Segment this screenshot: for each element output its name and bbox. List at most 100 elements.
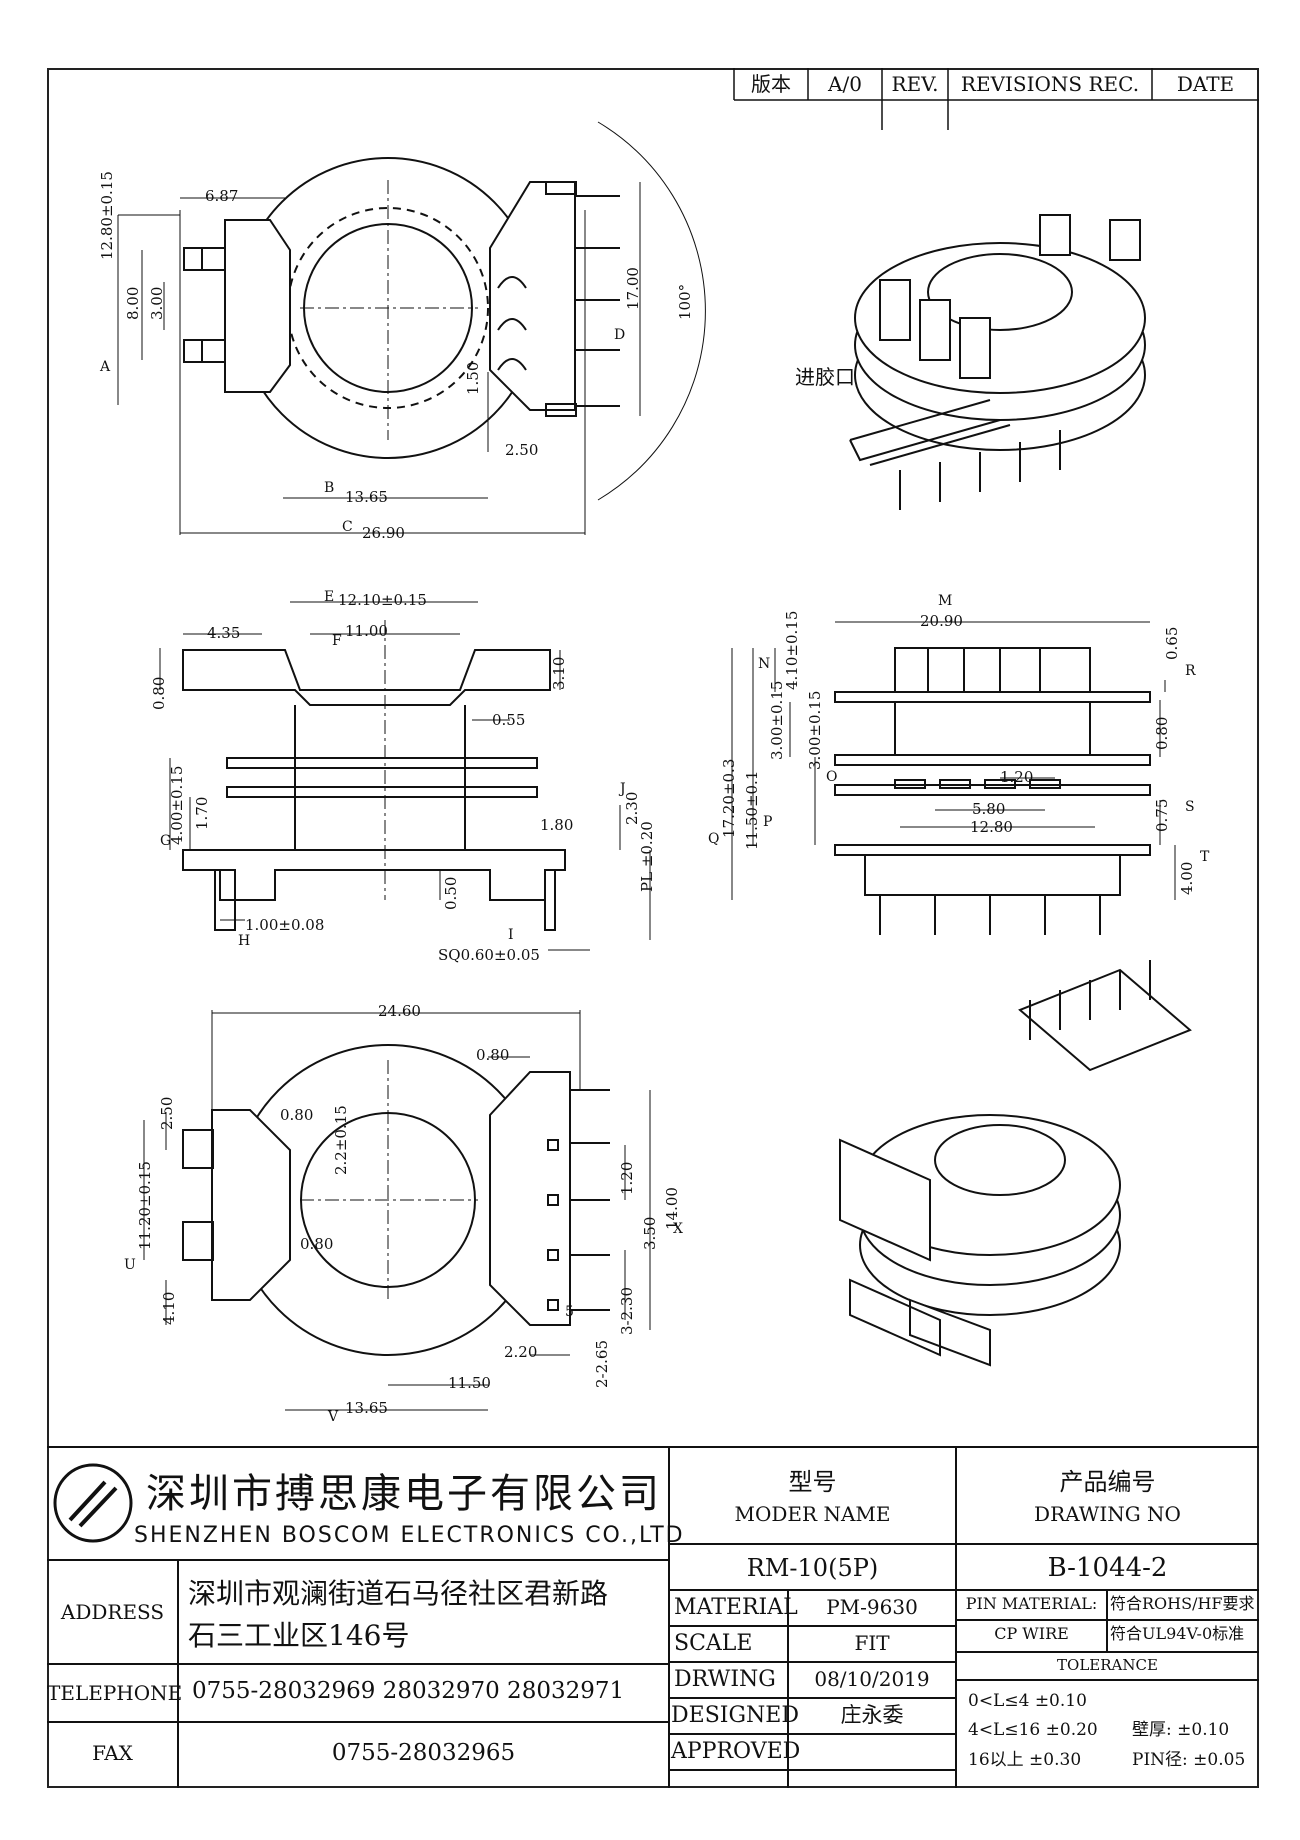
dim-4-10: 4.10±0.15 bbox=[783, 610, 801, 690]
label-H: H bbox=[238, 933, 251, 949]
dim-3-00b: 3.00±0.15 bbox=[806, 690, 824, 770]
dim-2-30: 2.30 bbox=[623, 791, 641, 825]
material-label: MATERIAL bbox=[674, 1595, 798, 1620]
label-T: T bbox=[1200, 849, 1210, 865]
dim-2-20: 2.20 bbox=[504, 1343, 538, 1361]
drawing-sheet bbox=[47, 68, 1259, 1788]
label-B: B bbox=[324, 480, 335, 496]
dim-13-65-bottom: 13.65 bbox=[345, 1399, 388, 1417]
rev-date-label: DATE bbox=[1176, 72, 1235, 96]
dim-1-50: 1.50 bbox=[464, 361, 482, 395]
dim-11-20: 11.20±0.15 bbox=[136, 1161, 154, 1250]
dim-6-87: 6.87 bbox=[205, 187, 239, 205]
dim-4-00: 4.00±0.15 bbox=[168, 765, 186, 845]
label-J: J bbox=[620, 781, 626, 797]
dim-3-00a: 3.00±0.15 bbox=[768, 680, 786, 760]
top-view bbox=[183, 157, 620, 459]
address-label: ADDRESS bbox=[60, 1600, 165, 1624]
rev-label: REV. bbox=[891, 72, 939, 96]
label-M: M bbox=[938, 593, 953, 609]
label-N: N bbox=[758, 656, 771, 672]
dim-0-50: 0.50 bbox=[442, 876, 460, 910]
scale-value: FIT bbox=[854, 1631, 890, 1655]
designed-label: DESIGNED bbox=[671, 1703, 799, 1728]
dim-0-80c: 0.80 bbox=[300, 1235, 334, 1253]
label-O: O bbox=[826, 769, 838, 785]
rev-version-value: A/0 bbox=[828, 72, 862, 96]
bottom-view-centerlines bbox=[300, 1060, 478, 1300]
pin-material-value: CP WIRE bbox=[994, 1624, 1069, 1643]
gate-label: 进胶口 bbox=[795, 365, 855, 389]
dim-0-75: 0.75 bbox=[1153, 798, 1171, 832]
dim-3-10: 3.10 bbox=[550, 656, 568, 690]
bottom-view-dimlines bbox=[143, 1010, 651, 1411]
front-view bbox=[834, 647, 1151, 935]
dim-pl: PL ±0.20 bbox=[638, 821, 656, 892]
dim-2-50-bottom: 2.50 bbox=[158, 1096, 176, 1130]
dim-26-90: 26.90 bbox=[362, 524, 405, 542]
dim-0-80: 0.80 bbox=[150, 676, 168, 710]
dim-11-50-bottom: 11.50 bbox=[448, 1374, 491, 1392]
title-block-grid bbox=[47, 1446, 1259, 1788]
dim-1-80: 1.80 bbox=[540, 816, 574, 834]
telephone-value: 0755-28032969 28032970 28032971 bbox=[192, 1678, 625, 1704]
label-R: R bbox=[1185, 663, 1196, 679]
dim-12-80-front: 12.80 bbox=[970, 818, 1013, 836]
company-name-en: SHENZHEN BOSCOM ELECTRONICS CO.,LTD bbox=[134, 1523, 685, 1548]
address-line1: 深圳市观澜街道石马径社区君新路 bbox=[188, 1577, 609, 1610]
address-line2: 石三工业区146号 bbox=[188, 1619, 410, 1652]
dim-0-65: 0.65 bbox=[1163, 626, 1181, 660]
dim-1-70: 1.70 bbox=[193, 796, 211, 830]
label-P: P bbox=[763, 814, 773, 830]
dim-2-2: 2.2±0.15 bbox=[332, 1105, 350, 1175]
dim-11-00: 11.00 bbox=[345, 622, 388, 640]
tol-row-3: 16以上 ±0.30 bbox=[968, 1750, 1082, 1770]
iso-view-bottom bbox=[839, 960, 1192, 1367]
dim-3-00: 3.00 bbox=[148, 286, 166, 320]
label-E: E bbox=[324, 589, 335, 605]
dim-4-10-bottom: 4.10 bbox=[160, 1291, 178, 1325]
dim-20-90: 20.90 bbox=[920, 612, 963, 630]
dim-3-50: 3.50 bbox=[641, 1216, 659, 1250]
dim-2-50: 2.50 bbox=[505, 441, 539, 459]
bottom-view bbox=[182, 1044, 610, 1356]
company-name-cn: 深圳市搏思康电子有限公司 bbox=[146, 1471, 662, 1517]
pin-material-label: PIN MATERIAL: bbox=[965, 1594, 1098, 1613]
dim-sq: SQ0.60±0.05 bbox=[438, 946, 540, 964]
dim-1-20: 1.20 bbox=[1000, 768, 1034, 786]
dim-3-2-30: 3-2.30 bbox=[618, 1286, 636, 1335]
label-F: F bbox=[332, 633, 342, 649]
iso-view-top bbox=[849, 214, 1146, 510]
label-S: S bbox=[1185, 799, 1195, 815]
dim-1-20-bottom: 1.20 bbox=[618, 1161, 636, 1195]
rohs-note: 符合ROHS/HF要求 bbox=[1110, 1594, 1255, 1613]
side-view-dimlines bbox=[159, 601, 651, 951]
label-G: G bbox=[160, 833, 172, 849]
rev-records-label: REVISIONS REC. bbox=[960, 72, 1140, 96]
dim-4-35: 4.35 bbox=[207, 624, 241, 642]
model-label-en: MODER NAME bbox=[734, 1502, 891, 1526]
drawing-date-label: DRWING bbox=[674, 1667, 776, 1692]
pin-number-5: 5 bbox=[565, 1304, 574, 1320]
designed-value: 庄永委 bbox=[840, 1703, 904, 1727]
fax-label: FAX bbox=[92, 1741, 133, 1765]
label-V: V bbox=[328, 1409, 339, 1425]
fax-value: 0755-28032965 bbox=[331, 1740, 516, 1766]
drawing-label-en: DRAWING NO bbox=[1034, 1502, 1181, 1526]
material-value: PM-9630 bbox=[826, 1595, 918, 1619]
dim-0-80-front: 0.80 bbox=[1153, 716, 1171, 750]
dim-5-80: 5.80 bbox=[972, 800, 1006, 818]
dim-4-00-front: 4.00 bbox=[1178, 861, 1196, 895]
revision-block-grid bbox=[733, 68, 1259, 130]
label-U: U bbox=[124, 1257, 136, 1273]
telephone-label: TELEPHONE bbox=[47, 1681, 183, 1705]
dim-17-20: 17.20±0.3 bbox=[720, 758, 738, 838]
dim-0-80-bottom: 0.80 bbox=[476, 1046, 510, 1064]
dim-12-80: 12.80±0.15 bbox=[98, 171, 116, 260]
label-A: A bbox=[100, 359, 111, 375]
dim-0-55: 0.55 bbox=[492, 711, 526, 729]
dim-13-65: 13.65 bbox=[345, 488, 388, 506]
pin-diameter-tol: PIN径: ±0.05 bbox=[1132, 1750, 1246, 1770]
dim-11-50: 11.50±0.1 bbox=[743, 770, 761, 850]
